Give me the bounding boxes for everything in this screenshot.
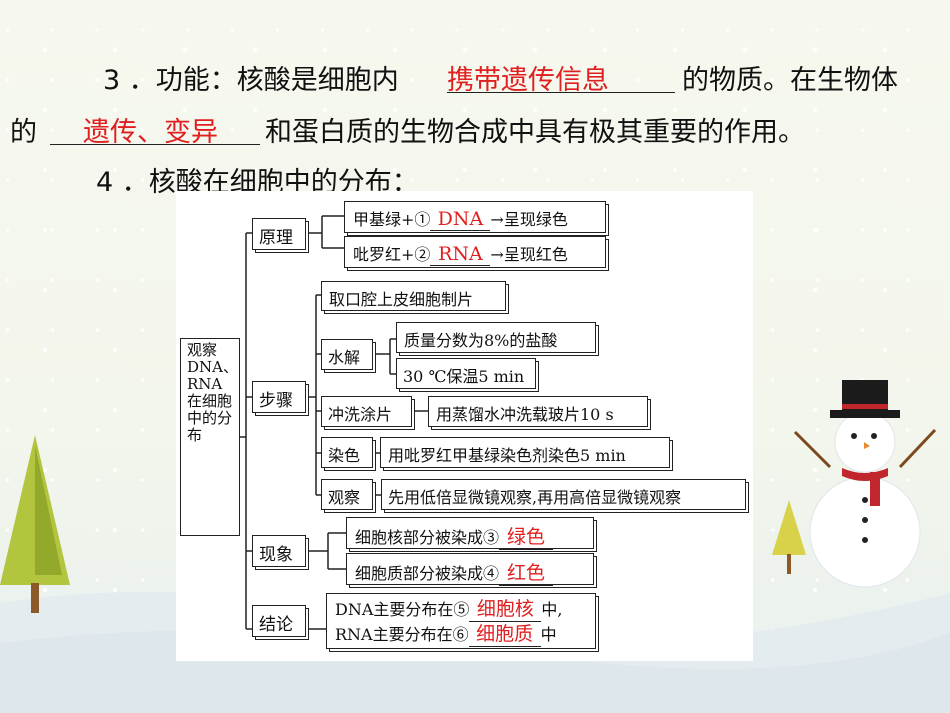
conclusion-line-2-pre: RNA主要分布在⑥ [335,625,469,644]
conclusion-line-2-post: 中 [540,625,557,644]
phenomenon-answer-2: 红色 [499,558,554,586]
step-stain-label: 染色 [328,446,361,465]
phenomenon-answer-1: 绿色 [499,522,554,550]
phenomenon-item-1-pre: 细胞核部分被染成③ [355,528,500,547]
principle-box: 原理 [252,218,306,250]
function-line2-pre: 的 [10,117,37,148]
function-line2-answer: 遗传、变异 [83,117,218,148]
phenomenon-label: 现象 [259,545,293,565]
step-hydrolysis-label: 水解 [328,348,361,367]
conclusion-answer-2: 细胞质 [468,622,541,647]
step-rinse-desc: 用蒸馏水冲洗载玻片10 s [436,405,614,424]
step-rinse-label: 冲洗涂片 [328,405,393,424]
step-hydrolysis-text-1: 质量分数为8%的盐酸 [404,331,558,350]
conclusion-box: 结论 [252,605,306,637]
function-text-post: 的物质。在生物体 [682,65,898,96]
function-line2-post: 和蛋白质的生物合成中具有极其重要的作用。 [265,117,805,148]
step-observe-label: 观察 [328,488,361,507]
function-answer: 携带遗传信息 [447,65,609,96]
conclusion-line-1-post: 中, [541,600,563,619]
principle-item-2-pre: 吡罗红+② [353,245,431,264]
step-hydrolysis-box: 水解 [321,339,373,370]
principle-answer-1: DNA [430,208,491,231]
principle-item-2-post: →呈现红色 [490,245,568,264]
steps-label: 步骤 [259,391,293,411]
phenomenon-item-2-pre: 细胞质部分被染成④ [355,564,500,583]
principle-label: 原理 [259,228,293,248]
step-stain-desc-box: 用吡罗红甲基绿染色剂染色5 min [380,437,670,468]
step-hydrolysis-item-2: 30 ℃保温5 min [396,358,536,389]
principle-answer-2: RNA [430,243,491,266]
conclusion-label: 结论 [259,615,293,635]
step-observe-desc: 先用低倍显微镜观察,再用高倍显微镜观察 [388,488,682,507]
principle-item-1-post: →呈现绿色 [490,210,568,229]
conclusion-answer-1: 细胞核 [469,597,542,622]
snowman-icon [793,380,937,588]
step-prep-box: 取口腔上皮细胞制片 [321,281,506,311]
step-hydrolysis-text-2: 30 ℃保温5 min [403,367,525,386]
step-prep-text: 取口腔上皮细胞制片 [329,290,474,309]
tree-left [0,435,70,613]
step-hydrolysis-item-1: 质量分数为8%的盐酸 [396,322,596,353]
tree-right [772,500,806,574]
root-box-observe-dna-rna: 观察DNA、RNA在细胞中的分布 [180,338,240,536]
step-stain-box: 染色 [321,437,373,468]
steps-box: 步骤 [252,381,306,413]
function-text-pre: 3 ．功能：核酸是细胞内 [103,65,399,96]
principle-item-1-pre: 甲基绿+① [353,210,431,229]
step-observe-desc-box: 先用低倍显微镜观察,再用高倍显微镜观察 [381,479,746,510]
function-answer-blank: 携带遗传信息 [447,58,675,96]
root-label: 观察DNA、RNA在细胞中的分布 [187,341,238,444]
function-line2-blank: 遗传、变异 [50,110,260,148]
diagram-connectors [240,215,428,630]
step-rinse-box: 冲洗涂片 [321,396,412,427]
step-stain-desc: 用吡罗红甲基绿染色剂染色5 min [388,446,626,465]
conclusion-line-1-pre: DNA主要分布在⑤ [335,600,470,619]
step-rinse-desc-box: 用蒸馏水冲洗载玻片10 s [428,396,648,427]
step-observe-box: 观察 [321,479,373,510]
phenomenon-box: 现象 [252,535,306,567]
